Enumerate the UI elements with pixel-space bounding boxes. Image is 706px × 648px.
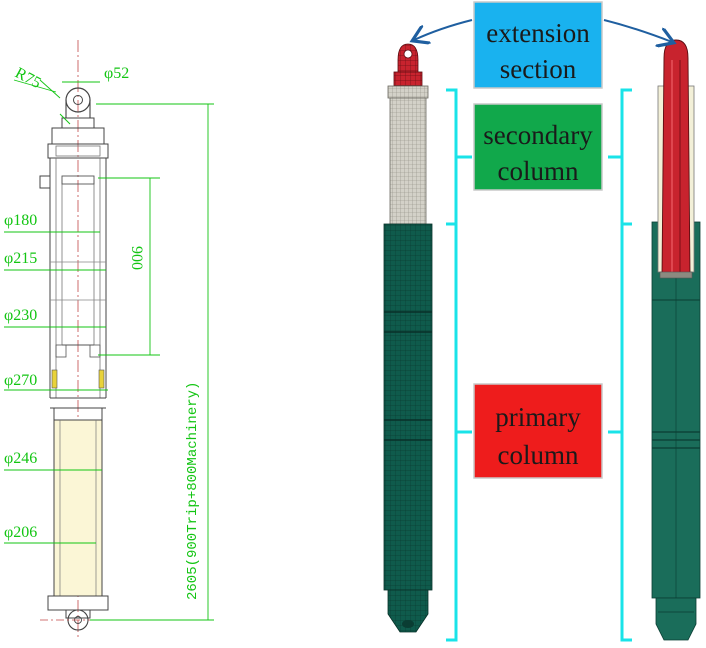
primary-label-line1: primary bbox=[495, 402, 581, 432]
diameter-label: φ215 bbox=[4, 250, 37, 267]
diameter-label: φ230 bbox=[4, 307, 37, 324]
primary-label-line2: column bbox=[498, 440, 579, 470]
extension-label-line2: section bbox=[500, 54, 577, 84]
top-diameter-label: φ52 bbox=[104, 65, 129, 82]
total-length-label: 2605(900Trip+800Machinery) bbox=[185, 382, 201, 600]
section-brackets bbox=[446, 88, 632, 642]
primary-column-label: primary column bbox=[473, 383, 603, 479]
diameter-label: φ180 bbox=[4, 212, 37, 229]
secondary-label-line2: column bbox=[498, 156, 579, 186]
extension-arrows bbox=[414, 19, 672, 42]
section-model bbox=[651, 39, 701, 641]
secondary-column-label: secondary column bbox=[473, 103, 603, 191]
engineering-drawing: R75 φ52 900 2605(900Trip+800Machinery) φ… bbox=[4, 40, 214, 640]
radius-label: R75 bbox=[12, 65, 44, 93]
diameter-label: φ206 bbox=[4, 524, 37, 541]
extension-section-label: extension section bbox=[473, 1, 603, 89]
secondary-label-line1: secondary bbox=[483, 120, 593, 150]
stroke-length-label: 900 bbox=[128, 246, 145, 270]
mesh-model-exterior bbox=[383, 43, 433, 633]
diameter-label: φ246 bbox=[4, 450, 37, 467]
diameter-label: φ270 bbox=[4, 372, 37, 389]
extension-label-line1: extension bbox=[486, 18, 590, 48]
